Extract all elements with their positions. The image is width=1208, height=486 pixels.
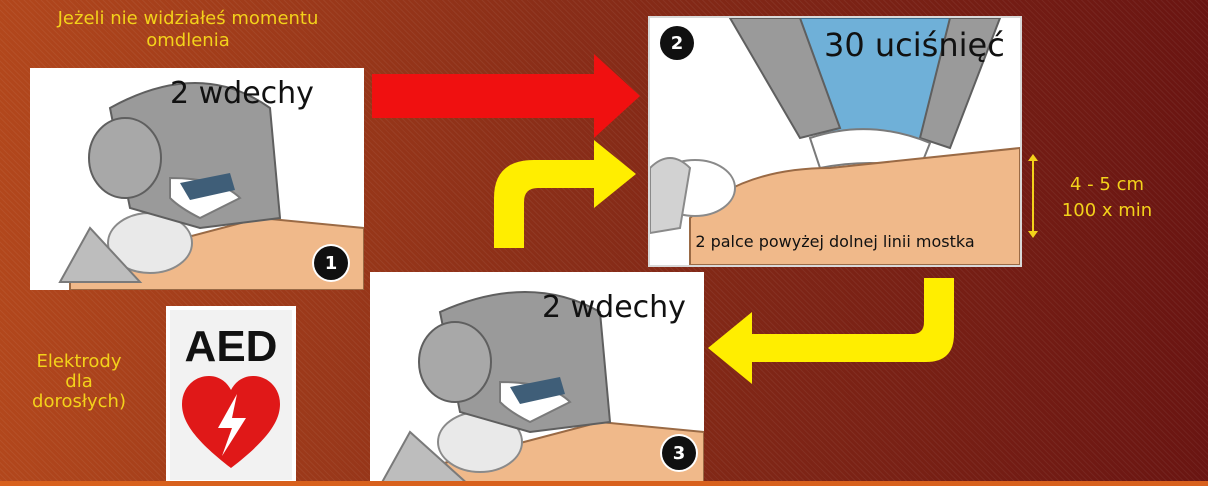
step-2-panel: 30 uciśnięć 2 palce powyżej dolnej linii… [648, 16, 1022, 267]
step-3-label: 2 wdechy [542, 290, 686, 325]
bottom-accent-bar [0, 481, 1208, 486]
compression-measure: 4 - 5 cm 100 x min [1052, 172, 1162, 224]
heart-lightning-icon [182, 376, 280, 472]
step-2-label: 30 uciśnięć [824, 26, 1005, 64]
aed-title: AED [170, 322, 292, 372]
step-1-badge: 1 [314, 246, 348, 280]
hand-position-note: 2 palce powyżej dolnej linii mostka [650, 232, 1020, 251]
red-arrow-icon [372, 54, 640, 138]
electrodes-caption: Elektrody dla dorosłych) [20, 352, 138, 412]
compression-depth: 4 - 5 cm [1052, 172, 1162, 198]
curved-yellow-arrow-icon [494, 140, 636, 248]
aed-sign: AED [166, 306, 296, 484]
step-3-panel: 2 wdechy 3 [370, 272, 704, 486]
compression-rate: 100 x min [1052, 198, 1162, 224]
curved-yellow-arrow-icon-return [708, 278, 954, 384]
step-1-label: 2 wdechy [170, 76, 314, 111]
step-3-badge: 3 [662, 436, 696, 470]
double-headed-arrow-icon [1032, 158, 1034, 234]
top-caption: Jeżeli nie widziałeś momentu omdlenia [18, 8, 358, 52]
step-1-panel: 2 wdechy 1 [30, 68, 364, 290]
step-2-badge: 2 [660, 26, 694, 60]
